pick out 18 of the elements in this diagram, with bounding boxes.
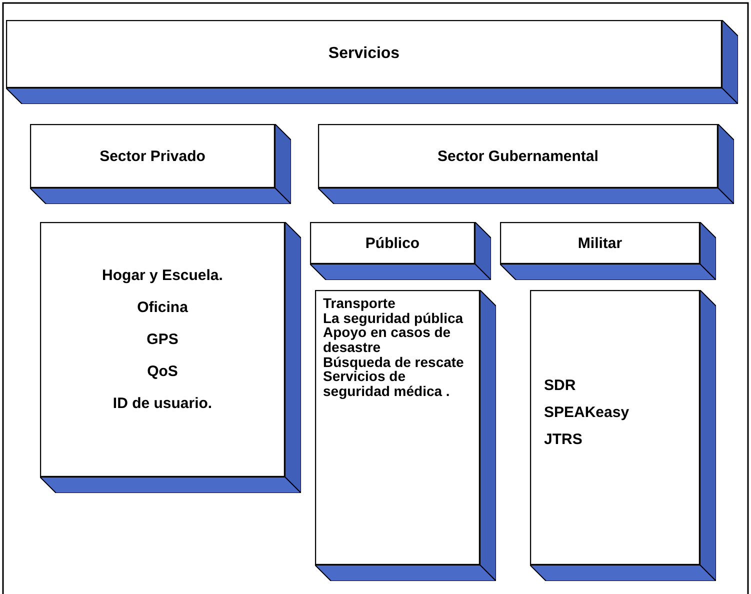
list-item-text: Oficina [137, 299, 188, 316]
box-title: Militar [578, 234, 622, 252]
list-item-text: GPS [146, 331, 178, 348]
list-item-text: ID de usuario. [112, 395, 212, 412]
list-item-text: Transporte [323, 296, 396, 311]
box-title: Sector Gubernamental [438, 148, 598, 164]
box-title: Sector Privado [100, 148, 206, 164]
list-item-text: SPEAKeasy [544, 404, 630, 421]
box-title: Público [365, 234, 420, 252]
list-item-text: Búsqueda de rescate [323, 354, 465, 370]
list-item-text: JTRS [544, 431, 584, 448]
list-item-text: Servicios de seguridad médica . [323, 369, 451, 399]
list-item-text: Apoyo en casos de desastre [323, 325, 451, 355]
list-item-text: QoS [147, 363, 178, 380]
list-item-text: SDR [544, 377, 577, 394]
box-title: Servicios [328, 45, 400, 63]
list-item-text: La seguridad pública [323, 310, 464, 326]
list-item-text: Hogar y Escuela. [102, 267, 223, 284]
